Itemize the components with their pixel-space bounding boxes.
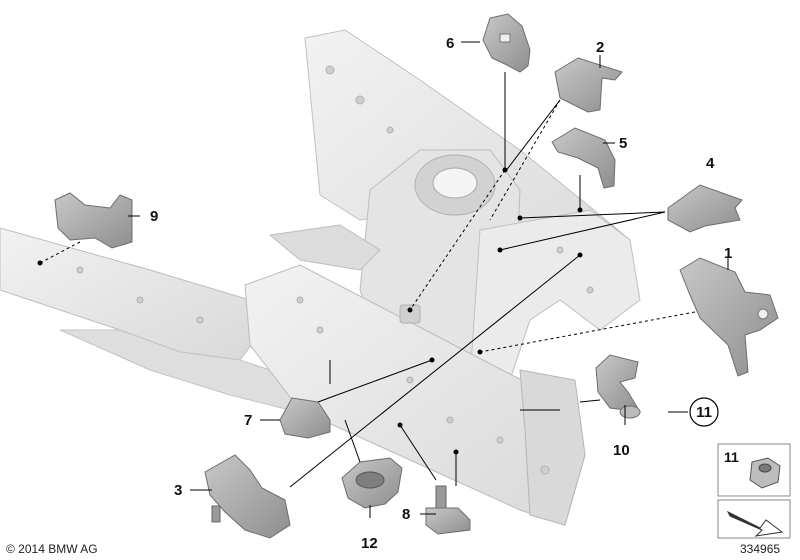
copyright-text: © 2014 BMW AG	[6, 542, 98, 556]
callout-1: 1	[724, 245, 732, 262]
inner-bracket-panel	[268, 224, 381, 271]
callout-2: 2	[596, 39, 604, 56]
callout-3: 3	[174, 482, 182, 499]
part-12-opening	[355, 471, 385, 489]
wheel-arch	[469, 209, 641, 381]
callout-labels: 1 2 3 4 5 6 7 8 9 10 11 12	[150, 35, 732, 552]
part-2-bracket[interactable]	[554, 57, 623, 113]
callout-12: 12	[361, 535, 378, 552]
part-10-bracket[interactable]	[595, 354, 641, 419]
part-5-bracket[interactable]	[551, 127, 616, 189]
callout-8: 8	[402, 506, 410, 523]
legend-number: 11	[724, 449, 739, 465]
part-1-hole	[757, 308, 769, 320]
nut-icon	[749, 457, 781, 489]
nut-bore	[758, 463, 772, 473]
callout-4: 4	[706, 155, 715, 172]
leader-lines	[128, 41, 729, 518]
body-structure	[0, 29, 641, 526]
part-7-bracket[interactable]	[279, 397, 331, 439]
callout-6: 6	[446, 35, 454, 52]
callout-11: 11	[696, 404, 712, 421]
diagram-number: 334965	[740, 542, 780, 556]
callout-10: 10	[613, 442, 630, 459]
part-6-bracket[interactable]	[482, 13, 531, 73]
callout-5: 5	[619, 135, 627, 152]
body-holes	[76, 65, 594, 475]
strut-tower-hole	[432, 167, 478, 199]
part-9-bracket[interactable]	[54, 192, 133, 249]
part-3-stud	[211, 505, 221, 523]
part-8-stud[interactable]	[425, 485, 471, 535]
leader-dots	[37, 167, 583, 455]
part-3-bracket[interactable]	[204, 454, 291, 539]
part-1-bracket[interactable]	[679, 257, 779, 377]
callout-7: 7	[244, 412, 252, 429]
part-6-hole	[499, 33, 511, 43]
part-4-plate[interactable]	[667, 184, 743, 233]
parts	[54, 13, 779, 539]
callout-11-circle	[689, 397, 719, 427]
legend-box-arrow	[717, 499, 791, 539]
dashed-leaders	[39, 99, 696, 353]
lower-member-front	[519, 369, 586, 526]
legend-box-11: 11	[717, 443, 791, 497]
callout-9: 9	[150, 208, 158, 225]
